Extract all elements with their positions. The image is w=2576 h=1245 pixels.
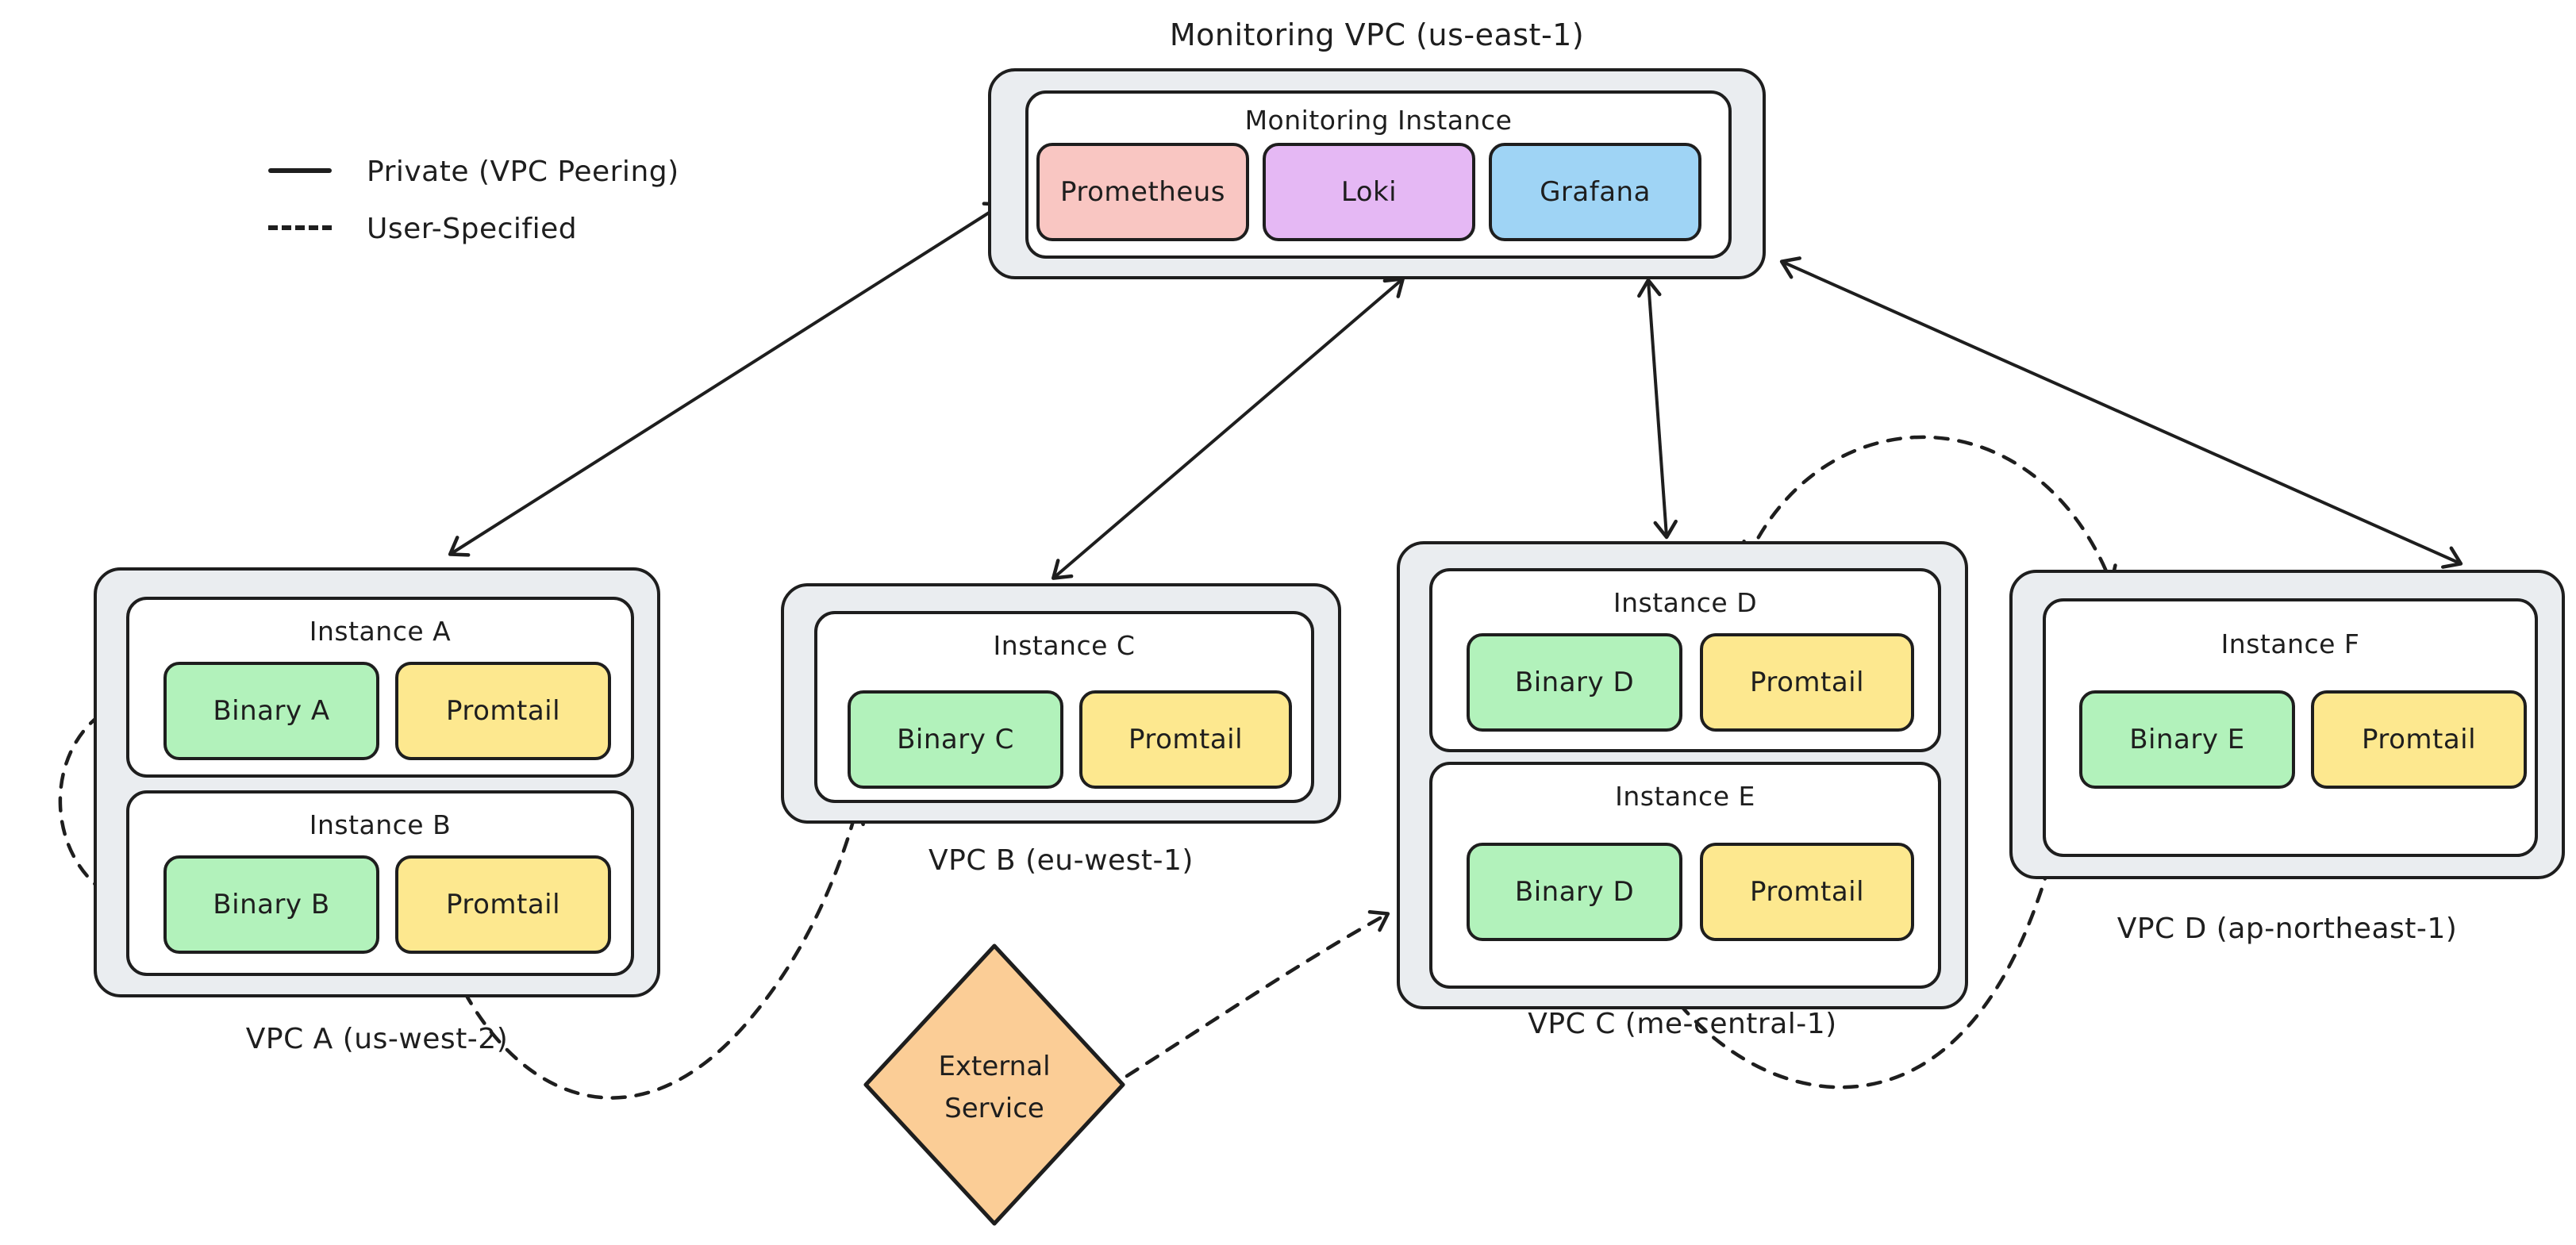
vpc-b-box: Instance C Binary C Promtail VPC B (eu-w… bbox=[781, 583, 1341, 877]
monitoring-vpc-title: Monitoring VPC (us-east-1) bbox=[1169, 17, 1585, 52]
promtail-e-label: Promtail bbox=[1749, 876, 1865, 908]
external-service-line2: Service bbox=[944, 1092, 1044, 1124]
vpc-a-box: Instance A Binary A Promtail Instance B … bbox=[94, 567, 660, 1055]
binary-b-label: Binary B bbox=[213, 889, 330, 920]
vpc-c-label: VPC C (me-central-1) bbox=[1528, 1008, 1837, 1040]
binary-b-chip: Binary B bbox=[163, 855, 379, 954]
instance-a-label: Instance A bbox=[309, 616, 452, 647]
binary-e-chip: Binary E bbox=[2079, 690, 2295, 789]
external-service-line1: External bbox=[938, 1051, 1051, 1082]
edge-external-service-instance-e-arrow bbox=[1125, 910, 1390, 1078]
promtail-f-chip: Promtail bbox=[2311, 690, 2527, 789]
instance-c-label: Instance C bbox=[993, 630, 1136, 661]
vpc-c-box: Instance D Binary D Promtail Instance E … bbox=[1397, 541, 1968, 1040]
vpc-b-label: VPC B (eu-west-1) bbox=[929, 844, 1194, 877]
promtail-a-chip: Promtail bbox=[395, 662, 611, 760]
vpc-d-box: Instance F Binary E Promtail VPC D (ap-n… bbox=[2009, 570, 2565, 945]
monitoring-vpc-box: Monitoring Instance Prometheus Loki Graf… bbox=[988, 68, 1766, 279]
monitoring-instance-box: Monitoring Instance Prometheus Loki Graf… bbox=[1025, 90, 1732, 259]
instance-c-box: Instance C Binary C Promtail bbox=[814, 611, 1314, 803]
instance-b-box: Instance B Binary B Promtail bbox=[126, 790, 634, 976]
loki-chip: Loki bbox=[1263, 143, 1475, 241]
promtail-b-chip: Promtail bbox=[395, 855, 611, 954]
legend-private-line bbox=[268, 168, 332, 173]
promtail-c-chip: Promtail bbox=[1079, 690, 1292, 789]
instance-e-label: Instance E bbox=[1615, 781, 1755, 812]
instance-b-label: Instance B bbox=[309, 809, 452, 840]
edge-monitoring-vpc-c-arrow bbox=[1637, 278, 1678, 540]
edge-monitoring-vpc-a-arrow bbox=[448, 202, 1005, 557]
vpc-d-label: VPC D (ap-northeast-1) bbox=[2117, 913, 2458, 945]
binary-d2-chip: Binary D bbox=[1467, 843, 1682, 941]
binary-c-label: Binary C bbox=[897, 724, 1014, 755]
binary-e-label: Binary E bbox=[2129, 724, 2245, 755]
prometheus-label: Prometheus bbox=[1059, 176, 1226, 208]
promtail-b-label: Promtail bbox=[445, 889, 561, 920]
promtail-f-label: Promtail bbox=[2361, 724, 2477, 755]
legend-user-specified-label: User-Specified bbox=[367, 213, 578, 245]
promtail-d-label: Promtail bbox=[1749, 667, 1865, 698]
promtail-a-label: Promtail bbox=[445, 695, 561, 727]
promtail-c-label: Promtail bbox=[1128, 724, 1244, 755]
instance-d-label: Instance D bbox=[1613, 587, 1758, 618]
monitoring-instance-label: Monitoring Instance bbox=[1244, 105, 1513, 136]
external-service-label: External Service bbox=[875, 1046, 1113, 1129]
binary-d-label: Binary D bbox=[1514, 667, 1635, 698]
legend-user-specified-line bbox=[268, 225, 332, 230]
promtail-d-chip: Promtail bbox=[1700, 633, 1914, 732]
promtail-e-chip: Promtail bbox=[1700, 843, 1914, 941]
grafana-label: Grafana bbox=[1540, 176, 1651, 208]
grafana-chip: Grafana bbox=[1489, 143, 1701, 241]
edge-monitoring-vpc-b-arrow bbox=[1051, 277, 1405, 580]
binary-c-chip: Binary C bbox=[848, 690, 1063, 789]
prometheus-chip: Prometheus bbox=[1036, 143, 1249, 241]
binary-a-label: Binary A bbox=[213, 695, 330, 727]
instance-d-box: Instance D Binary D Promtail bbox=[1429, 568, 1941, 752]
vpc-a-label: VPC A (us-west-2) bbox=[245, 1023, 509, 1055]
instance-f-box: Instance F Binary E Promtail bbox=[2043, 598, 2538, 857]
loki-label: Loki bbox=[1340, 176, 1398, 208]
binary-d-chip: Binary D bbox=[1467, 633, 1682, 732]
instance-e-box: Instance E Binary D Promtail bbox=[1429, 762, 1941, 989]
edge-monitoring-vpc-d-arrow bbox=[1779, 256, 2463, 569]
instance-a-box: Instance A Binary A Promtail bbox=[126, 597, 634, 778]
binary-d2-label: Binary D bbox=[1514, 876, 1635, 908]
legend-private-label: Private (VPC Peering) bbox=[367, 156, 679, 188]
binary-a-chip: Binary A bbox=[163, 662, 379, 760]
instance-f-label: Instance F bbox=[2220, 628, 2360, 659]
